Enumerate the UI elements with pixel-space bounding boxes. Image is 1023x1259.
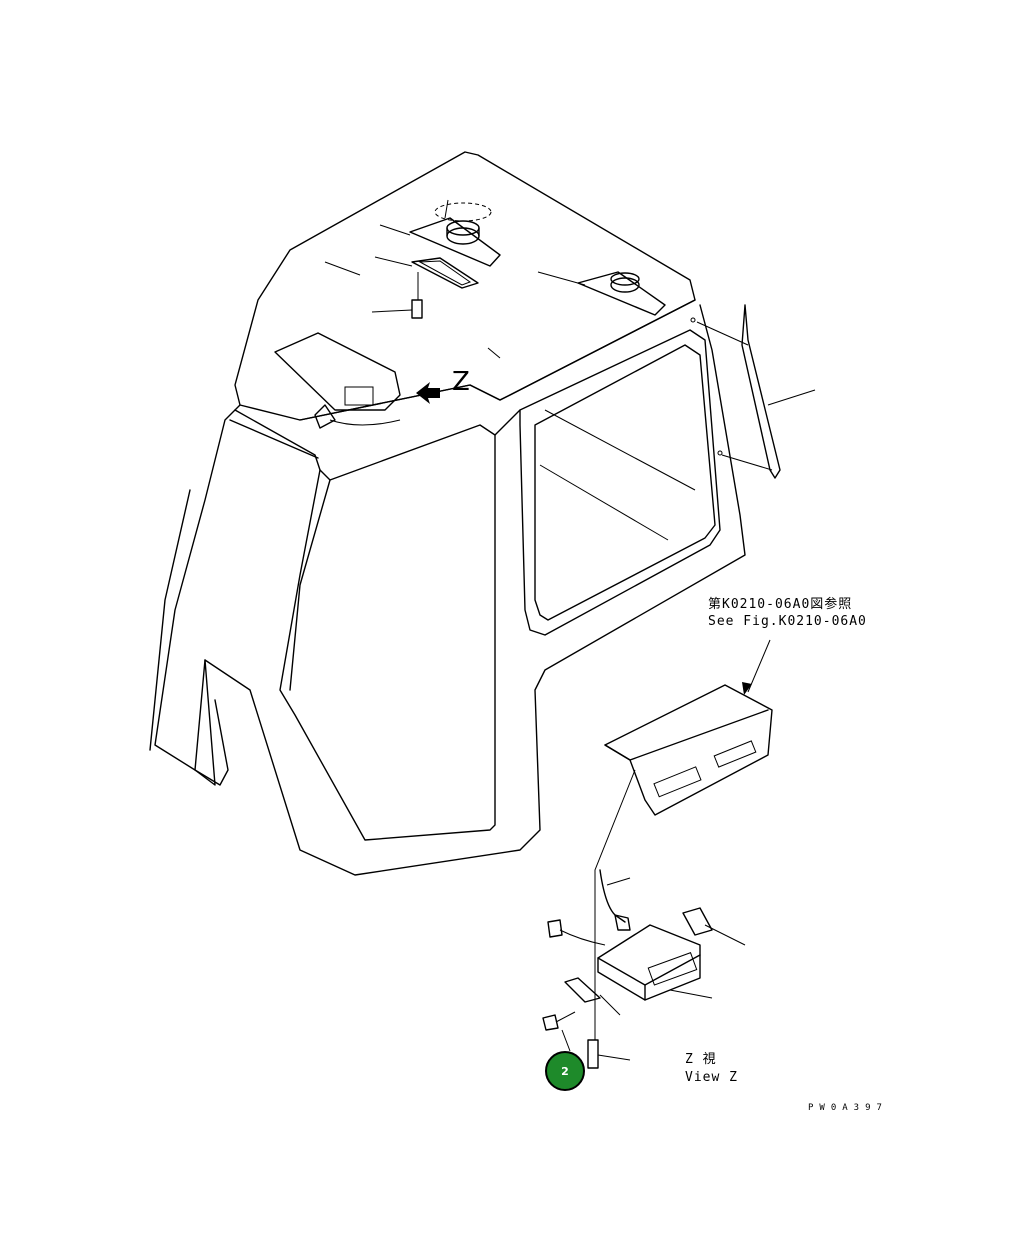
view-z-arrow-label: Z bbox=[452, 367, 470, 397]
antenna bbox=[741, 304, 781, 479]
part-callout-number: 2 bbox=[561, 1064, 569, 1078]
view-z-arrow bbox=[416, 382, 440, 404]
drawing-code: PW0A397 bbox=[808, 1103, 888, 1113]
console-box bbox=[604, 684, 773, 816]
view-label-en: View Z bbox=[685, 1070, 738, 1085]
view-label-jp: Z 視 bbox=[685, 1052, 717, 1067]
part-callout-badge[interactable]: 2 bbox=[545, 1051, 585, 1091]
reference-note-jp: 第K0210-06A0図参照 bbox=[708, 597, 853, 612]
radio-unit bbox=[597, 924, 701, 1001]
cab-right-window bbox=[519, 329, 721, 636]
cab-left-panel bbox=[154, 304, 746, 876]
reference-note-en: See Fig.K0210-06A0 bbox=[708, 614, 867, 629]
